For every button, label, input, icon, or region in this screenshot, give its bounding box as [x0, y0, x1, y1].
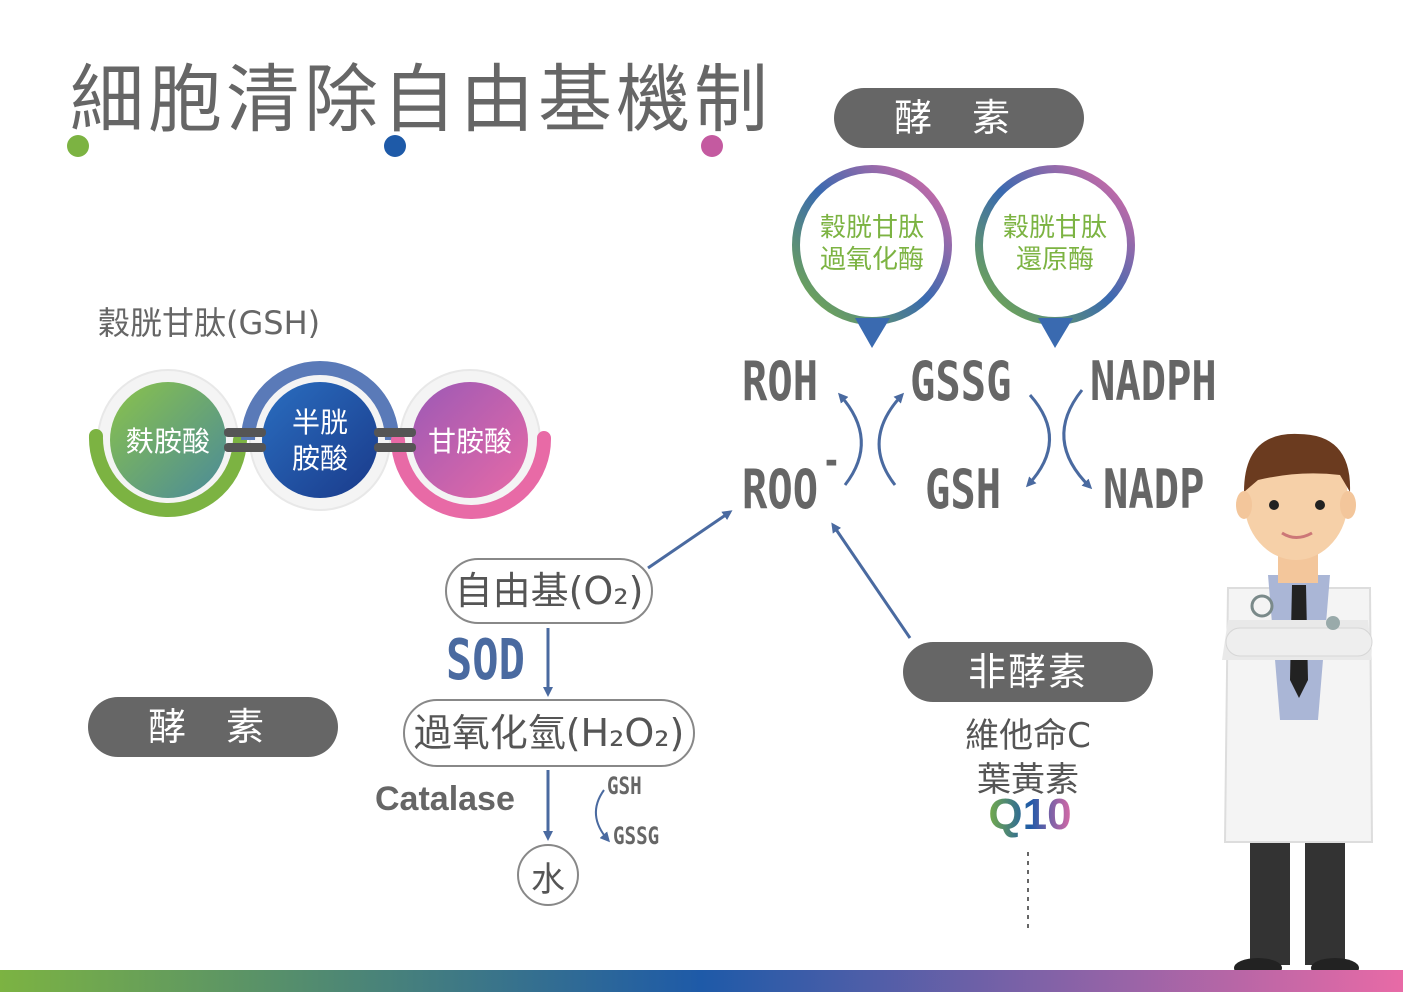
- non-enzyme-lutein: 葉黃素: [977, 760, 1079, 800]
- label-side-gsh: GSH: [607, 772, 642, 800]
- underline-dot-right: [701, 135, 723, 157]
- pathway-arrows: [543, 510, 912, 843]
- gsh-chain: [88, 361, 552, 519]
- non-enzyme-pill: 非酵素: [903, 642, 1153, 702]
- label-roh: ROH: [742, 350, 819, 413]
- bubble-gpx: 穀胱甘肽 過氧化酶: [819, 213, 924, 275]
- label-gsh: GSH: [925, 458, 1002, 521]
- non-enzyme-q10: Q10: [985, 790, 1075, 840]
- gsh-label: 穀胱甘肽(GSH): [98, 304, 321, 342]
- label-roo-superscript: -: [822, 438, 841, 484]
- underline-dot-left: [67, 135, 89, 157]
- non-enzyme-vitamin-c: 維他命C: [965, 716, 1091, 756]
- label-gssg: GSSG: [910, 350, 1012, 413]
- amino-glutamic: 麩胺酸: [125, 425, 210, 458]
- page-title: 細胞清除自由基機制: [70, 57, 772, 143]
- water-circle: [517, 844, 579, 906]
- label-nadp: NADP: [1103, 458, 1205, 521]
- label-roo: ROO: [742, 458, 819, 521]
- bubble-gr: 穀胱甘肽 還原酶: [1002, 213, 1107, 275]
- node-free-radical: 自由基(O₂): [445, 558, 653, 624]
- amino-glycine: 甘胺酸: [427, 425, 512, 458]
- cycle-arrows: [838, 389, 1093, 490]
- enzyme-pill-left: 酵 素: [88, 697, 338, 757]
- label-side-gssg: GSSG: [613, 822, 660, 850]
- label-sod: SOD: [446, 628, 525, 693]
- enzyme-pill-top: 酵 素: [834, 88, 1084, 148]
- enzyme-bubbles: [792, 165, 1135, 348]
- label-nadph: NADPH: [1090, 350, 1217, 413]
- amino-cysteine: 半胱 胺酸: [291, 406, 348, 475]
- bottom-gradient-bar: [0, 970, 1403, 992]
- underline-dot-middle: [384, 135, 406, 157]
- node-peroxide: 過氧化氫(H₂O₂): [403, 699, 695, 767]
- label-water: 水: [531, 860, 565, 900]
- doctor-illustration: [1222, 433, 1374, 978]
- label-catalase: Catalase: [375, 780, 515, 818]
